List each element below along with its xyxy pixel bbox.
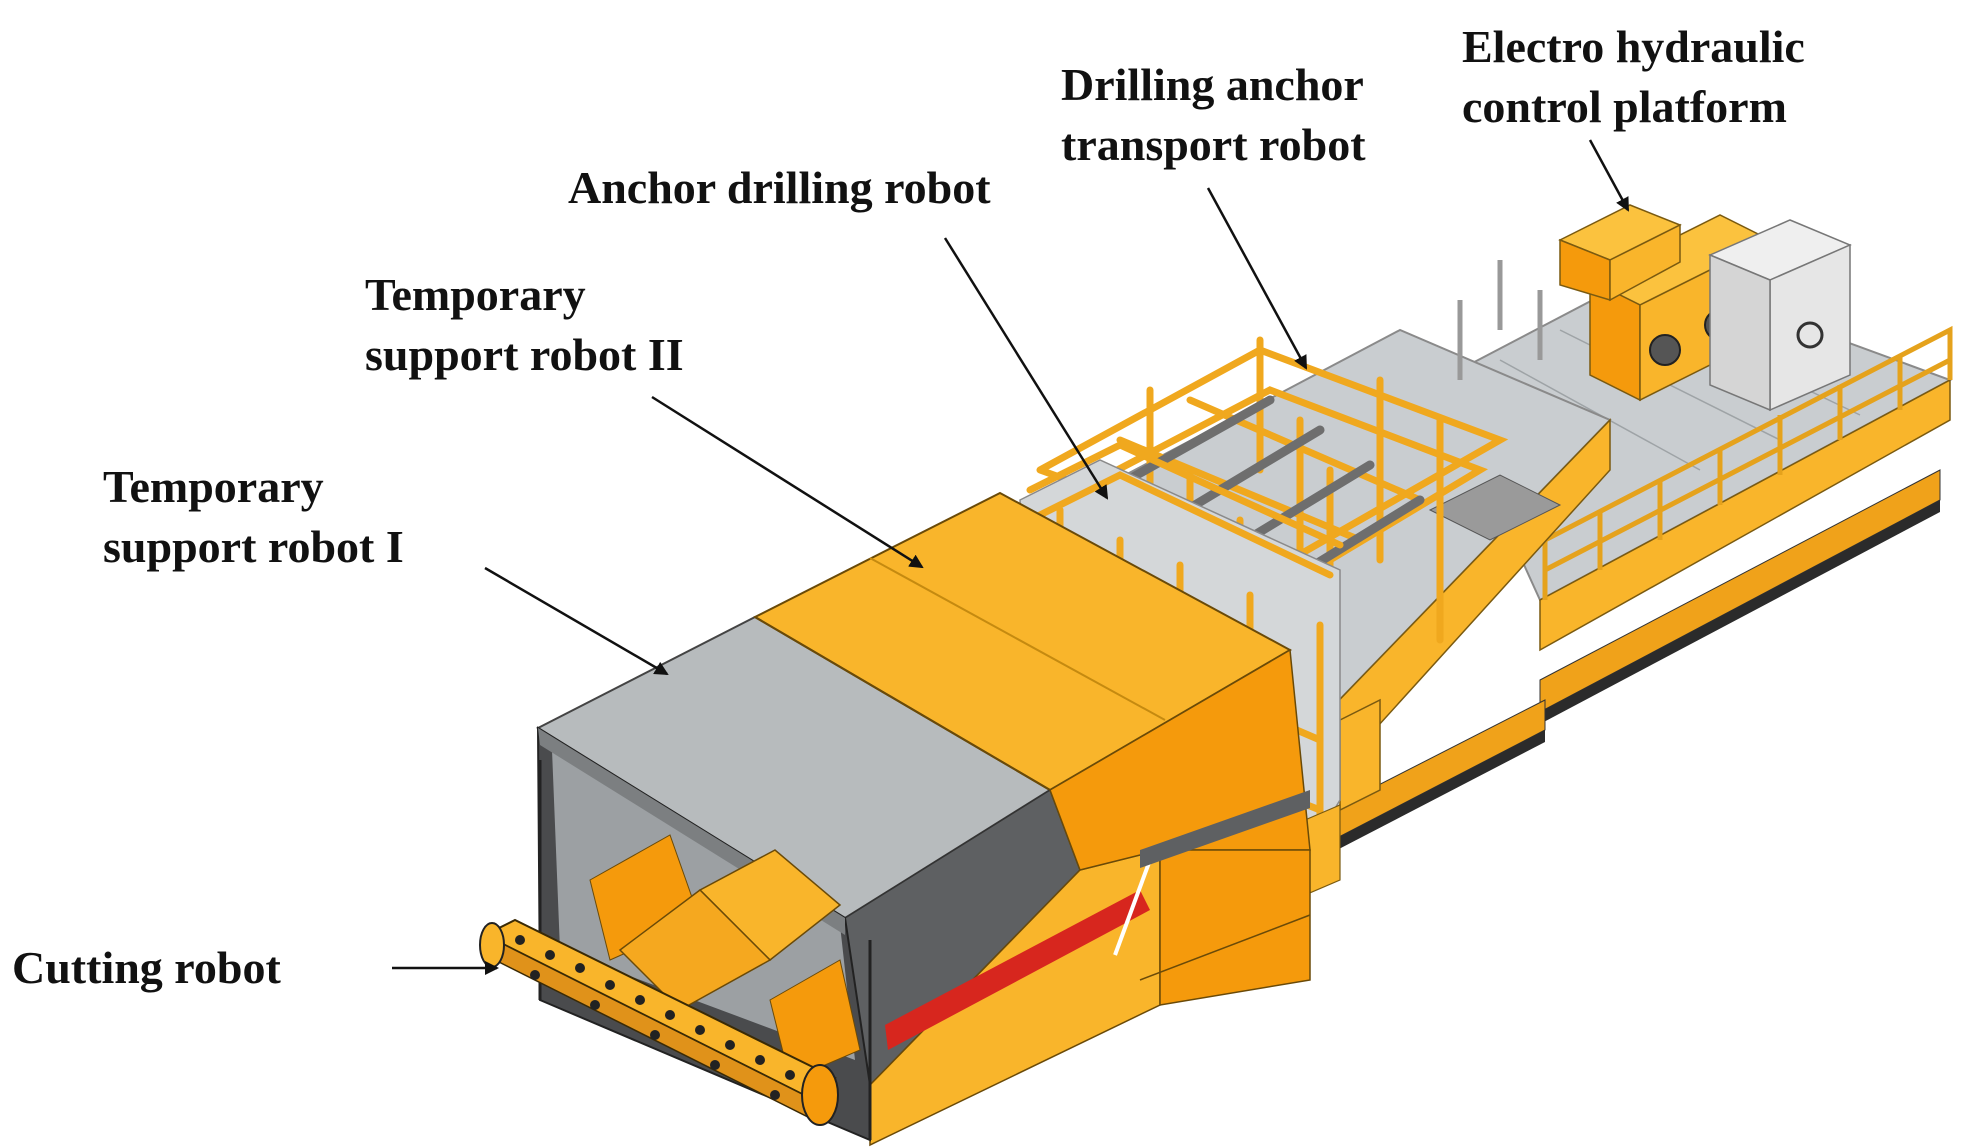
front-shield	[535, 491, 1311, 1147]
label-electro-hydraulic: Electro hydraulic control platform	[1462, 17, 1805, 137]
label-temp-support-1-line1: Temporary	[103, 461, 324, 512]
white-cabinet	[1708, 219, 1852, 412]
arrow-electro-hydraulic	[1588, 139, 1630, 212]
label-drilling-anchor-transport: Drilling anchor transport robot	[1061, 55, 1366, 175]
arrow-temp-support-1	[484, 566, 669, 676]
arrow-drilling-anchor-transport	[1206, 187, 1308, 370]
label-temp-support-1: Temporary support robot I	[103, 457, 404, 577]
label-cutting-line1: Cutting robot	[12, 942, 281, 993]
label-anchor-drilling: Anchor drilling robot	[568, 158, 991, 218]
label-temp-support-2-line2: support robot II	[365, 329, 684, 380]
label-drilling-anchor-transport-line2: transport robot	[1061, 119, 1366, 170]
label-temp-support-2-line1: Temporary	[365, 269, 586, 320]
arrow-anchor-drilling	[943, 237, 1109, 500]
label-temp-support-1-line2: support robot I	[103, 521, 404, 572]
leader-lines	[392, 139, 1630, 975]
arrow-temp-support-2	[651, 395, 924, 569]
label-temp-support-2: Temporary support robot II	[365, 265, 684, 385]
electric-cabinet	[1558, 204, 1682, 302]
label-drilling-anchor-transport-line1: Drilling anchor	[1061, 59, 1364, 110]
label-electro-hydraulic-line1: Electro hydraulic	[1462, 21, 1805, 72]
label-cutting: Cutting robot	[12, 938, 281, 998]
cutting-robot	[479, 849, 842, 1126]
label-anchor-drilling-line1: Anchor drilling robot	[568, 162, 991, 213]
label-electro-hydraulic-line2: control platform	[1462, 81, 1787, 132]
